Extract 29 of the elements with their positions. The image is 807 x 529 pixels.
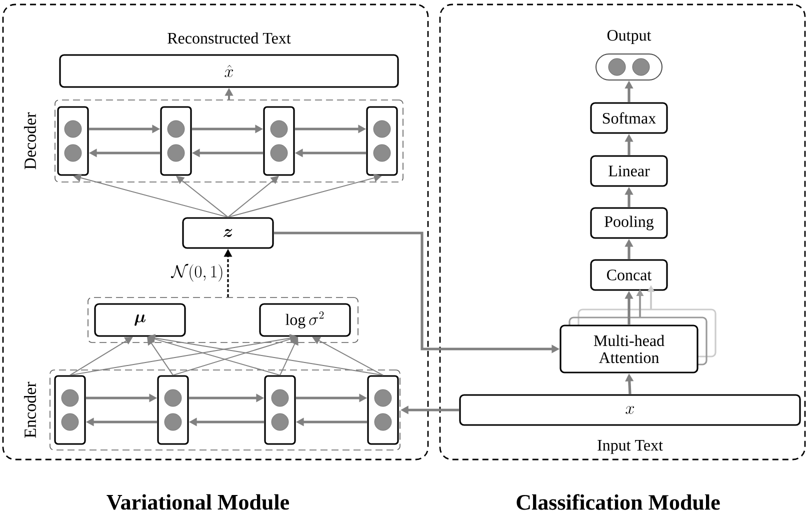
layer-box: Softmax xyxy=(590,102,668,134)
rnn-cell xyxy=(160,106,192,176)
layer-box: $\log \sigma^{2}$ xyxy=(259,303,351,337)
rnn-cell xyxy=(263,106,295,176)
layer-group xyxy=(88,297,358,343)
layer-box: Pooling xyxy=(590,207,668,239)
box-title: Reconstructed Text xyxy=(168,32,291,44)
box-title: Input Text xyxy=(598,440,663,454)
layer-box: $\hat{x}$ xyxy=(59,54,399,88)
edge-label: $\mathcal{N}(0, 1)$ xyxy=(170,263,225,283)
rnn-cell xyxy=(157,375,189,445)
layer-box: $\boldsymbol{z}$ xyxy=(182,217,274,249)
layer-box: $\boldsymbol{\mu}$ xyxy=(94,303,186,337)
arrow xyxy=(312,336,384,376)
arrow xyxy=(70,336,133,376)
group-label: Decoder xyxy=(24,112,36,170)
box-title: Output xyxy=(607,30,652,44)
layer-box: Concat xyxy=(590,259,668,291)
rnn-cell xyxy=(54,375,86,445)
rnn-cell xyxy=(264,375,296,445)
layer-box: Linear xyxy=(590,155,668,187)
rnn-cell xyxy=(366,106,398,176)
group-label: Encoder xyxy=(24,382,36,438)
module-title: Variational Module xyxy=(106,494,289,510)
module-title: Classification Module xyxy=(516,494,720,510)
layer-box: $x$ xyxy=(459,394,801,426)
rnn-cell xyxy=(367,375,399,445)
rnn-cell xyxy=(57,106,89,176)
attention-box: Multi-head Attention xyxy=(560,324,698,374)
